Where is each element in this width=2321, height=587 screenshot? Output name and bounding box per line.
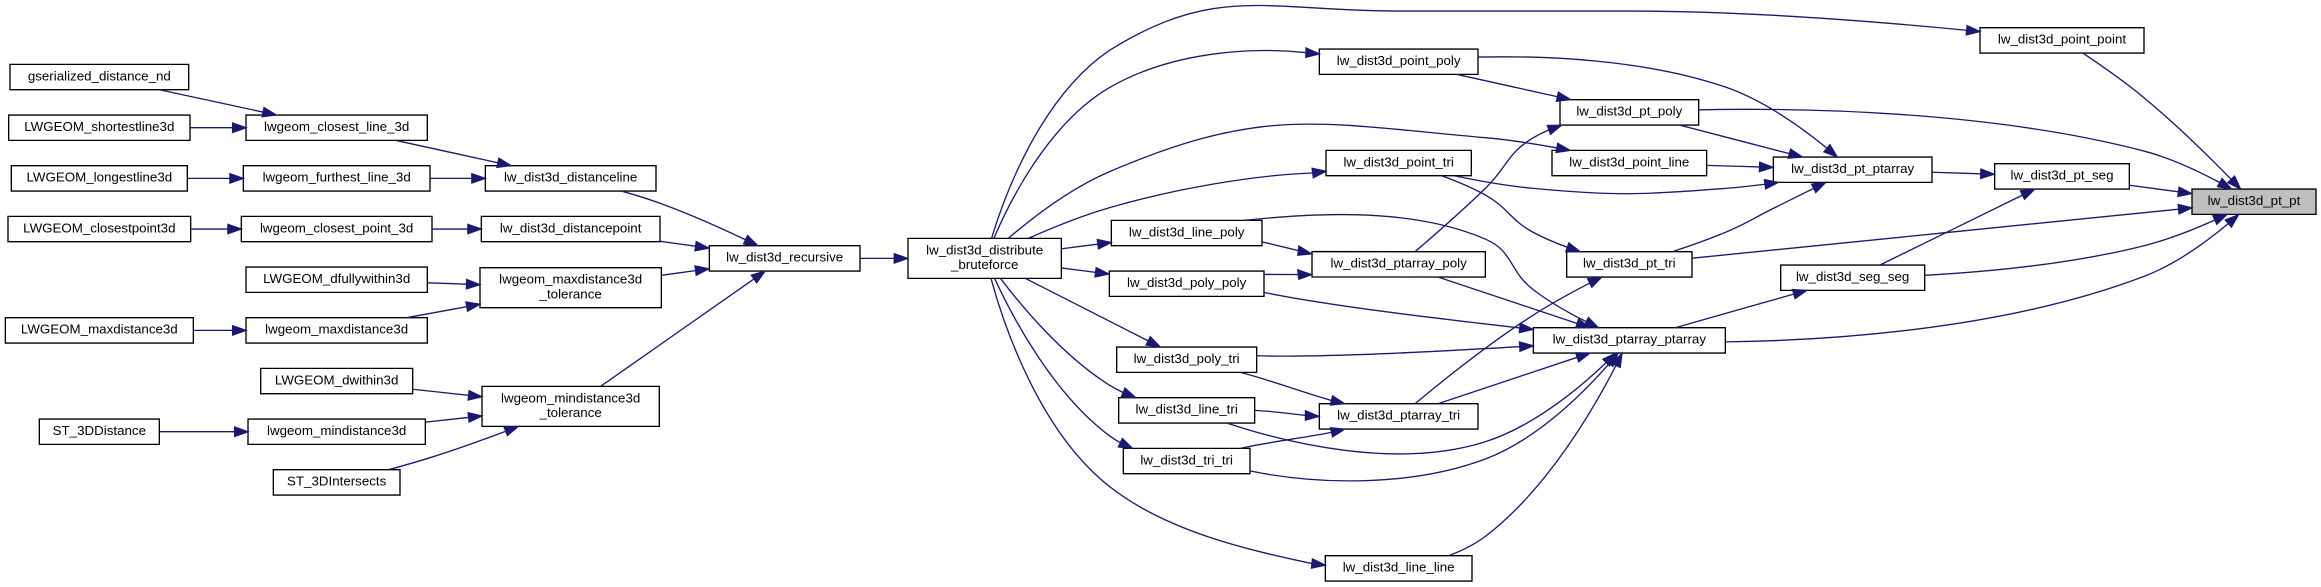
svg-text:_bruteforce: _bruteforce [950,257,1018,272]
svg-text:lw_dist3d_pt_tri: lw_dist3d_pt_tri [1583,256,1676,271]
svg-text:gserialized_distance_nd: gserialized_distance_nd [28,68,171,83]
svg-text:_tolerance: _tolerance [539,405,602,420]
svg-text:lw_dist3d_pt_pt: lw_dist3d_pt_pt [2208,193,2301,208]
svg-text:lwgeom_closest_line_3d: lwgeom_closest_line_3d [264,119,409,134]
svg-text:lwgeom_maxdistance3d: lwgeom_maxdistance3d [265,322,408,337]
svg-text:lw_dist3d_distancepoint: lw_dist3d_distancepoint [500,220,642,235]
svg-text:lw_dist3d_seg_seg: lw_dist3d_seg_seg [1796,269,1909,284]
svg-text:lw_dist3d_recursive: lw_dist3d_recursive [726,250,843,265]
svg-text:LWGEOM_dfullywithin3d: LWGEOM_dfullywithin3d [263,271,410,286]
svg-text:lw_dist3d_ptarray_ptarray: lw_dist3d_ptarray_ptarray [1553,332,1707,347]
svg-text:lw_dist3d_pt_seg: lw_dist3d_pt_seg [2010,168,2113,183]
svg-text:lwgeom_furthest_line_3d: lwgeom_furthest_line_3d [263,170,411,185]
svg-text:lwgeom_mindistance3d: lwgeom_mindistance3d [501,390,640,405]
svg-text:lw_dist3d_point_point: lw_dist3d_point_point [1998,32,2126,47]
svg-text:lw_dist3d_poly_tri: lw_dist3d_poly_tri [1134,351,1240,366]
svg-text:lw_dist3d_ptarray_tri: lw_dist3d_ptarray_tri [1337,408,1460,423]
svg-text:lw_dist3d_line_poly: lw_dist3d_line_poly [1129,224,1245,239]
svg-text:_tolerance: _tolerance [539,286,602,301]
svg-text:lw_dist3d_ptarray_poly: lw_dist3d_ptarray_poly [1331,256,1468,271]
svg-text:lwgeom_closest_point_3d: lwgeom_closest_point_3d [260,220,413,235]
svg-text:LWGEOM_longestline3d: LWGEOM_longestline3d [26,170,172,185]
svg-text:ST_3DDistance: ST_3DDistance [53,423,146,438]
svg-text:lw_dist3d_line_line: lw_dist3d_line_line [1343,560,1455,575]
svg-text:lwgeom_maxdistance3d: lwgeom_maxdistance3d [499,272,642,287]
svg-text:ST_3DIntersects: ST_3DIntersects [287,474,387,489]
svg-text:lw_dist3d_distribute: lw_dist3d_distribute [926,242,1043,257]
svg-text:lw_dist3d_tri_tri: lw_dist3d_tri_tri [1140,452,1233,467]
svg-text:lw_dist3d_poly_poly: lw_dist3d_poly_poly [1127,275,1247,290]
svg-text:lw_dist3d_pt_poly: lw_dist3d_pt_poly [1576,104,1682,119]
svg-text:lwgeom_mindistance3d: lwgeom_mindistance3d [267,423,406,438]
svg-text:lw_dist3d_point_line: lw_dist3d_point_line [1569,154,1689,169]
svg-text:lw_dist3d_point_tri: lw_dist3d_point_tri [1343,154,1453,169]
svg-text:lw_dist3d_pt_ptarray: lw_dist3d_pt_ptarray [1791,161,1914,176]
svg-text:lw_dist3d_line_tri: lw_dist3d_line_tri [1136,402,1238,417]
svg-text:LWGEOM_maxdistance3d: LWGEOM_maxdistance3d [21,322,178,337]
svg-text:LWGEOM_shortestline3d: LWGEOM_shortestline3d [24,119,174,134]
svg-text:lw_dist3d_distanceline: lw_dist3d_distanceline [504,170,637,185]
svg-text:lw_dist3d_point_poly: lw_dist3d_point_poly [1337,53,1461,68]
svg-text:LWGEOM_dwithin3d: LWGEOM_dwithin3d [275,372,398,387]
svg-text:LWGEOM_closestpoint3d: LWGEOM_closestpoint3d [23,220,175,235]
